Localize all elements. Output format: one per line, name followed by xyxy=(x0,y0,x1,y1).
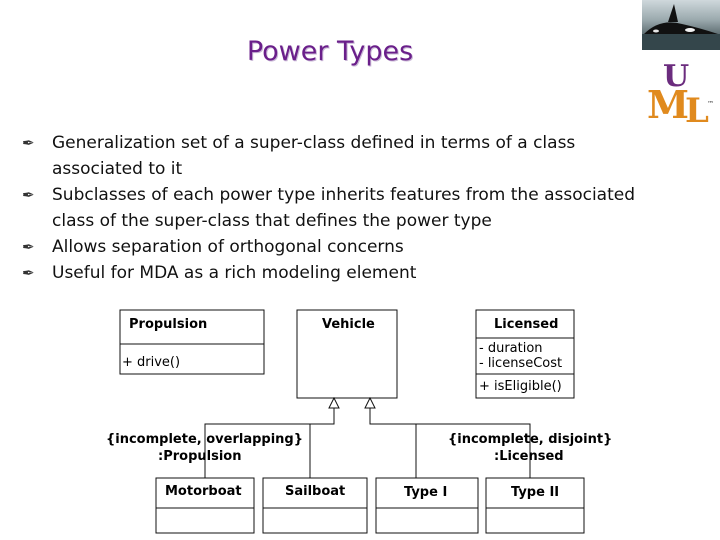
class-box-sailboat xyxy=(262,477,368,534)
class-name-sailboat: Sailboat xyxy=(285,484,345,499)
generalization-set-left-powertype: :Propulsion xyxy=(158,449,241,464)
bullet-item: ✒ Generalization set of a super-class de… xyxy=(22,130,662,182)
uml-letter-m: M xyxy=(647,82,689,126)
uml-trademark: ™ xyxy=(707,100,714,108)
class-operation-licensed: + isEligible() xyxy=(479,379,562,394)
class-name-type-ii: Type II xyxy=(511,485,559,500)
class-name-propulsion: Propulsion xyxy=(129,317,207,332)
bullet-item: ✒ Useful for MDA as a rich modeling elem… xyxy=(22,260,662,286)
uml-letter-u: U xyxy=(663,59,689,94)
generalization-set-right-constraint: {incomplete, disjoint} xyxy=(448,432,612,447)
class-name-licensed: Licensed xyxy=(494,317,558,332)
generalization-line-type-ii xyxy=(416,423,531,478)
class-name-type-i: Type I xyxy=(404,485,447,500)
class-attribute-duration: - duration xyxy=(479,341,543,356)
generalization-line-type-i xyxy=(369,418,417,478)
class-attribute-license-cost: - licenseCost xyxy=(479,356,562,371)
uml-logo: U M L ™ xyxy=(647,59,714,126)
bullet-text: Subclasses of each power type inherits f… xyxy=(52,185,636,231)
bullet-text: Useful for MDA as a rich modeling elemen… xyxy=(52,263,417,283)
class-box-propulsion xyxy=(119,309,265,375)
uml-class-diagram: Propulsion + drive() Vehicle Licensed - … xyxy=(106,309,612,534)
bullet-list: ✒ Generalization set of a super-class de… xyxy=(22,130,662,286)
generalization-line-motorboat xyxy=(204,418,335,478)
inheritance-arrowhead-icon xyxy=(364,396,376,409)
generalization-set-right-powertype: :Licensed xyxy=(494,449,564,464)
generalization-set-left-constraint: {incomplete, overlapping} xyxy=(106,432,303,447)
class-box-motorboat xyxy=(155,477,255,534)
class-box-type-i xyxy=(375,477,479,534)
bullet-item: ✒ Subclasses of each power type inherits… xyxy=(22,182,662,234)
class-name-motorboat: Motorboat xyxy=(165,484,242,499)
bullet-text: Generalization set of a super-class defi… xyxy=(52,133,576,179)
quill-pen-icon: ✒ xyxy=(22,264,35,282)
bullet-item: ✒ Allows separation of orthogonal concer… xyxy=(22,234,662,260)
orca-icon xyxy=(642,4,720,50)
class-operation-propulsion: + drive() xyxy=(122,355,180,370)
class-box-type-ii xyxy=(485,477,585,534)
inheritance-arrowhead-icon xyxy=(328,396,340,409)
uml-letter-l: L xyxy=(685,91,709,126)
class-box-licensed xyxy=(475,309,575,399)
orca-photo xyxy=(642,0,720,50)
quill-pen-icon: ✒ xyxy=(22,134,35,152)
slide-title: Power Types xyxy=(246,36,414,67)
bullet-text: Allows separation of orthogonal concerns xyxy=(52,237,404,257)
quill-pen-icon: ✒ xyxy=(22,186,35,204)
class-name-vehicle: Vehicle xyxy=(322,317,375,332)
class-box-vehicle xyxy=(296,309,398,399)
quill-pen-icon: ✒ xyxy=(22,238,35,256)
